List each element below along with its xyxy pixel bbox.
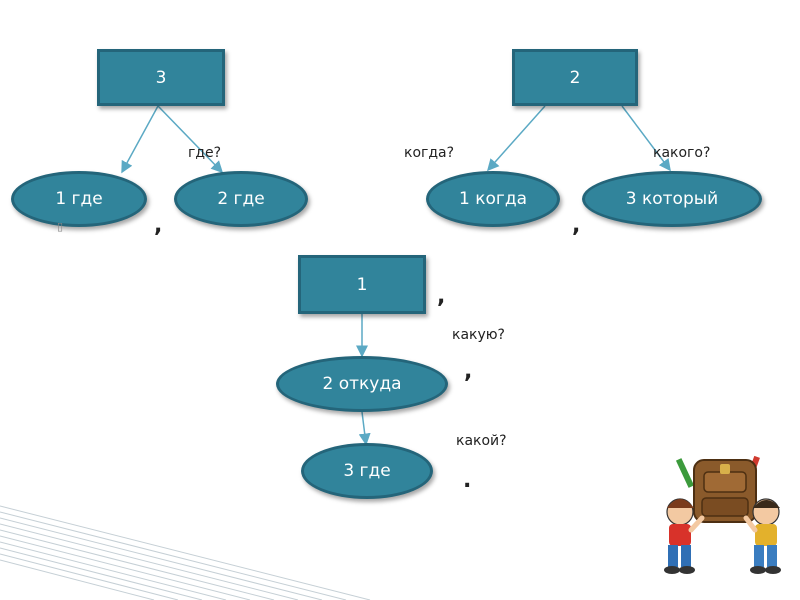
connector-2-to-3-bottom xyxy=(358,411,371,446)
scheme2-comma: , xyxy=(572,213,581,238)
scheme3-main-node: 1 xyxy=(298,255,426,314)
scheme1-child-2: 2 где xyxy=(174,171,308,227)
connector-2-to-1 xyxy=(487,105,546,172)
scheme1-child-1: 1 где xyxy=(11,171,147,227)
scheme2-question-2: какого? xyxy=(653,145,711,161)
connector-3-to-2 xyxy=(157,105,224,174)
connector-3-to-1 xyxy=(121,105,159,174)
connector-2-to-3 xyxy=(621,105,671,172)
scheme3-question-2: какой? xyxy=(456,433,507,449)
scheme1-comma: , xyxy=(154,213,163,238)
scheme3-comma-1: , xyxy=(437,284,446,309)
scheme2-main-node: 2 xyxy=(512,49,638,106)
scheme3-child-1: 2 откуда xyxy=(276,356,448,412)
scheme3-comma-2: , xyxy=(464,359,473,384)
scheme3-question-1: какую? xyxy=(452,327,505,343)
scheme2-child-2: 3 который xyxy=(582,171,762,227)
scheme1-main-node: 3 xyxy=(97,49,225,106)
decorative-stripes xyxy=(0,505,371,600)
scheme2-question-1: когда? xyxy=(404,145,455,161)
scheme1-question-1: где? xyxy=(188,145,222,161)
scheme3-period: . xyxy=(463,468,472,493)
kids-with-backpack-icon xyxy=(664,455,781,574)
bullet-marker: ▯ xyxy=(57,220,64,233)
scheme3-child-2: 3 где xyxy=(301,443,433,499)
scheme2-child-1: 1 когда xyxy=(426,171,560,227)
